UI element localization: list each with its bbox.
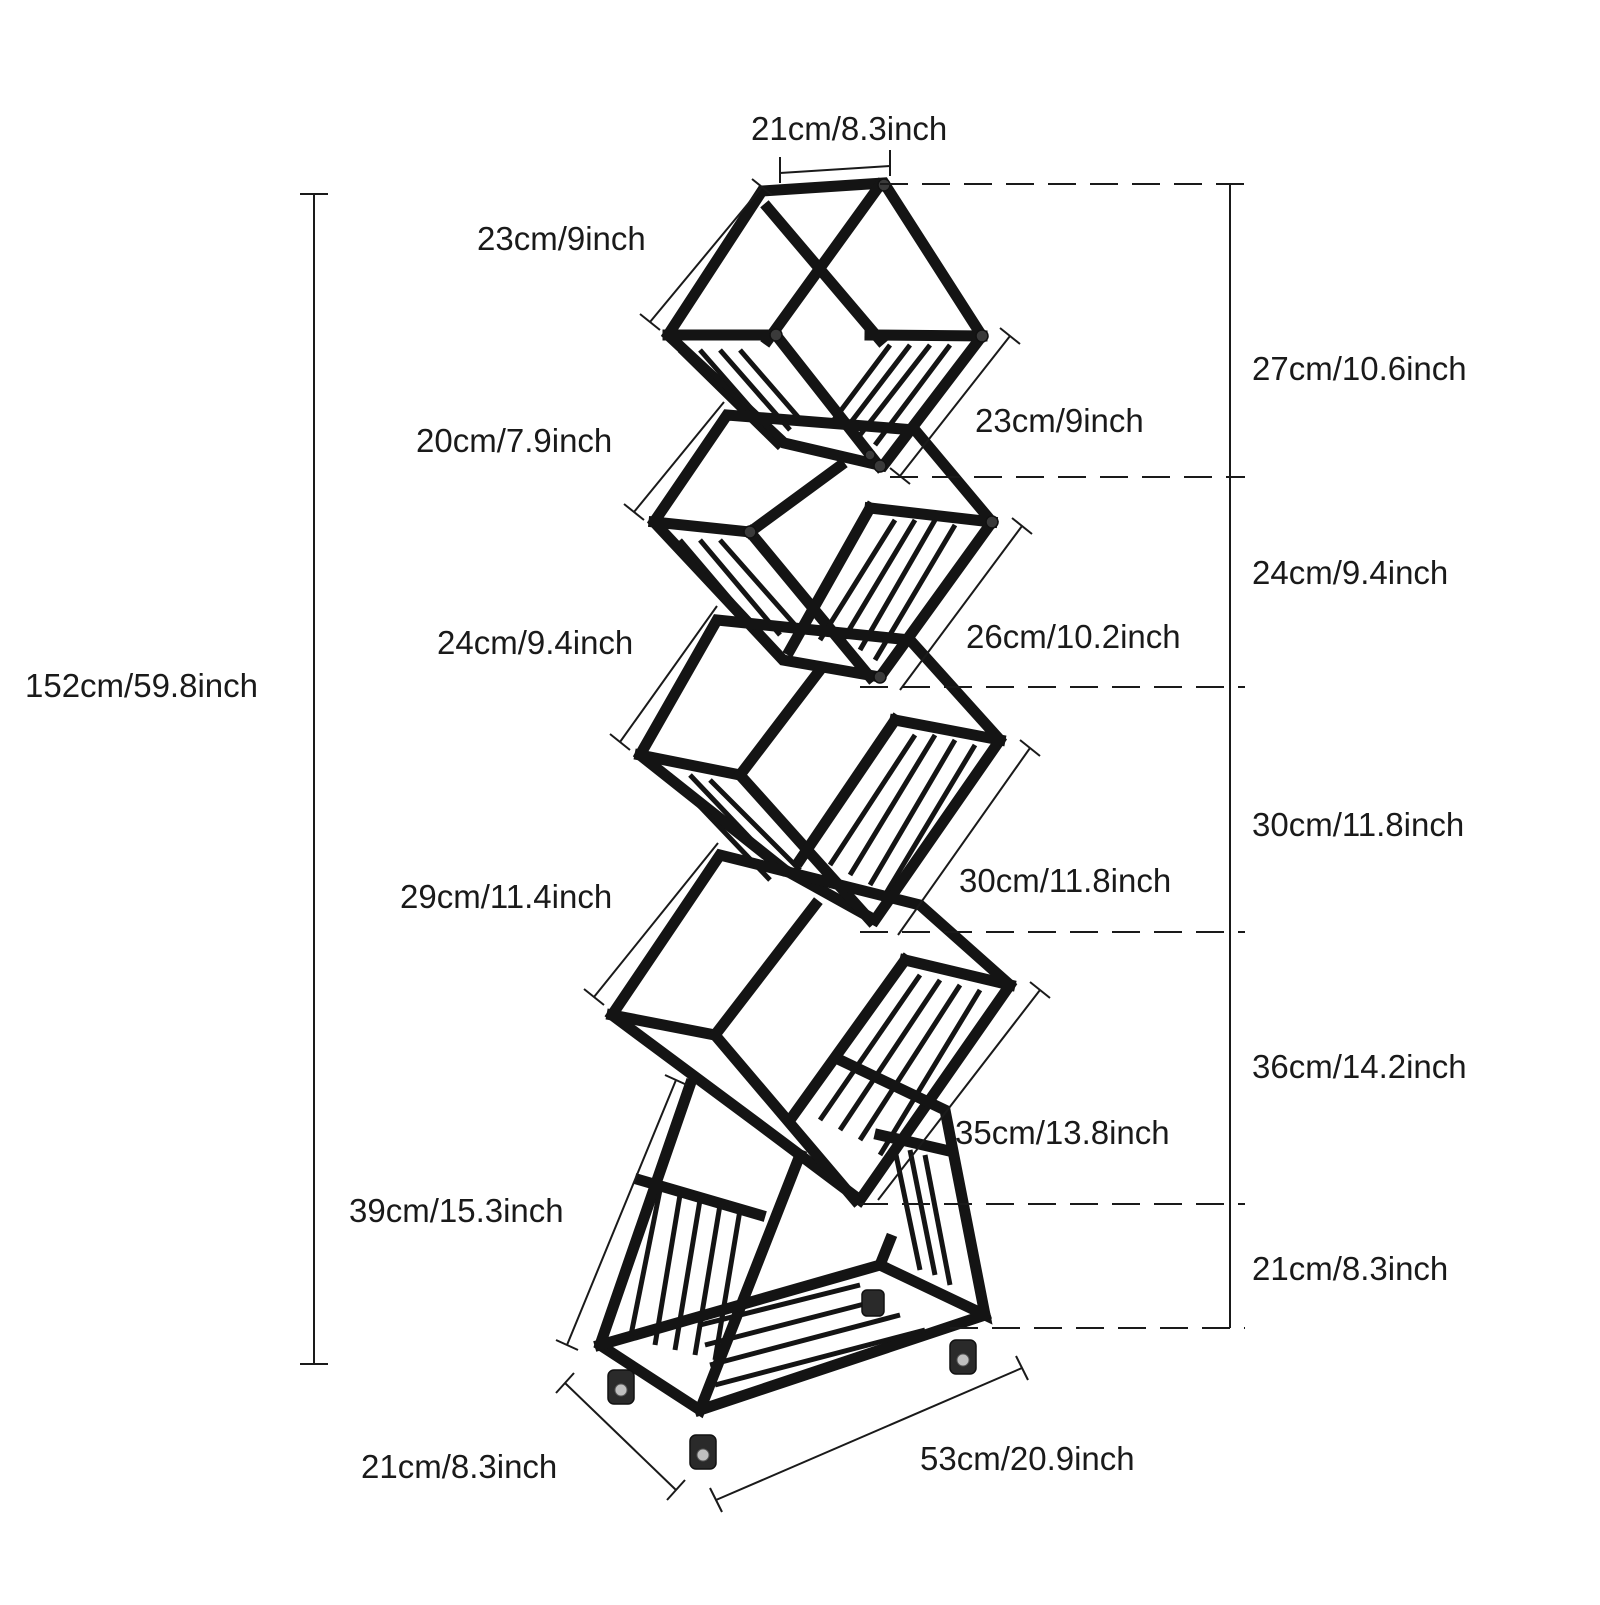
label-tier-height-4: 36cm/14.2inch: [1252, 1048, 1467, 1085]
label-left-diagonal-5: 39cm/15.3inch: [349, 1192, 564, 1229]
label-base-depth: 21cm/8.3inch: [361, 1448, 557, 1485]
dimension-labels: 21cm/8.3inch 152cm/59.8inch 23cm/9inch 2…: [25, 110, 1467, 1485]
label-right-diagonal-4: 35cm/13.8inch: [955, 1114, 1170, 1151]
caster-wheel-back-right: [949, 1339, 977, 1375]
label-left-diagonal-2: 20cm/7.9inch: [416, 422, 612, 459]
label-total-height: 152cm/59.8inch: [25, 667, 258, 704]
label-left-diagonal-3: 24cm/9.4inch: [437, 624, 633, 661]
label-tier-height-5: 21cm/8.3inch: [1252, 1250, 1448, 1287]
label-right-diagonal-3: 30cm/11.8inch: [959, 862, 1171, 899]
label-left-diagonal-1: 23cm/9inch: [477, 220, 646, 257]
shelf-tier-3: [632, 614, 1008, 928]
dimension-lines: [300, 150, 1245, 1513]
rack-illustration: [593, 177, 1018, 1470]
label-right-diagonal-2: 26cm/10.2inch: [966, 618, 1181, 655]
caster-wheel-front-right: [689, 1434, 717, 1470]
label-tier-height-2: 24cm/9.4inch: [1252, 554, 1448, 591]
label-right-diagonal-1: 23cm/9inch: [975, 402, 1144, 439]
caster-wheel-front-left: [607, 1369, 635, 1405]
label-left-diagonal-4: 29cm/11.4inch: [400, 878, 612, 915]
label-tier-height-3: 30cm/11.8inch: [1252, 806, 1464, 843]
frame-bolts: [743, 178, 999, 684]
shelf-tier-base: [593, 1052, 993, 1470]
label-top-width: 21cm/8.3inch: [751, 110, 947, 147]
label-base-length: 53cm/20.9inch: [920, 1440, 1135, 1477]
caster-wheel-back-left: [861, 1289, 885, 1317]
label-tier-height-1: 27cm/10.6inch: [1252, 350, 1467, 387]
